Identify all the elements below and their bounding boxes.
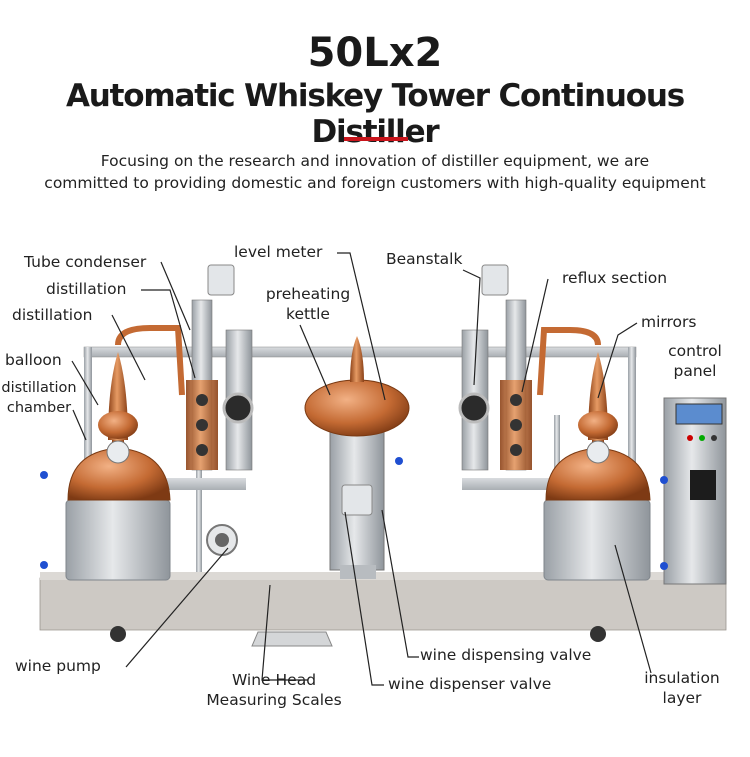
- label-distillation-chamber-line1: distillation: [1, 380, 77, 396]
- subtitle-line-2: committed to providing domestic and fore…: [44, 174, 706, 192]
- center-preheating-kettle: [304, 336, 410, 579]
- label-control-panel-line1: control: [668, 342, 722, 360]
- page-title: Automatic Whiskey Tower Continuous Disti…: [66, 78, 685, 150]
- label-wine-head-line1: Wine Head: [231, 671, 317, 689]
- leader-lines: [71, 252, 652, 686]
- label-distillation-chamber-line2: chamber: [6, 400, 72, 416]
- subtitle-line-1: Focusing on the research and innovation …: [100, 152, 650, 170]
- label-wine-pump: wine pump: [15, 657, 101, 675]
- label-preheating-kettle-line1: preheating: [265, 285, 351, 303]
- control-panel-cabinet: [663, 397, 727, 585]
- label-distillation-upper: distillation: [46, 280, 127, 298]
- left-pot-still: [65, 325, 185, 581]
- label-insulation-layer-line1: insulation: [644, 669, 720, 687]
- label-control-panel-line2: panel: [673, 362, 717, 380]
- label-beanstalk: Beanstalk: [386, 250, 463, 268]
- label-preheating-kettle-line2: kettle: [286, 305, 330, 323]
- wine-pump: [206, 524, 238, 556]
- label-wine-head-measuring-scales: Wine Head Measuring Scales: [186, 670, 362, 710]
- label-insulation-layer-line2: layer: [662, 689, 702, 707]
- right-pot-still: [537, 327, 651, 581]
- label-tube-condenser: Tube condenser: [24, 253, 147, 271]
- title-underline-divider: [344, 137, 408, 141]
- label-preheating-kettle: preheating kettle: [262, 284, 354, 324]
- label-wine-head-line2: Measuring Scales: [206, 691, 342, 709]
- title-capacity: 50Lx2: [307, 30, 443, 76]
- wine-head-measuring-scale: [251, 631, 333, 647]
- label-reflux-section: reflux section: [562, 269, 668, 287]
- label-balloon: balloon: [5, 351, 62, 369]
- label-control-panel: control panel: [655, 341, 735, 381]
- label-distillation-lower: distillation: [12, 306, 93, 324]
- label-wine-dispensing-valve: wine dispensing valve: [420, 646, 592, 664]
- label-insulation-layer: insulation layer: [632, 668, 732, 708]
- label-wine-dispenser-valve: wine dispenser valve: [388, 675, 552, 693]
- left-columns: [186, 264, 254, 471]
- label-level-meter: level meter: [234, 243, 323, 261]
- base-platform: [39, 572, 727, 642]
- label-mirrors: mirrors: [641, 313, 697, 331]
- right-columns: [458, 264, 532, 471]
- label-distillation-chamber: distillation chamber: [1, 378, 77, 418]
